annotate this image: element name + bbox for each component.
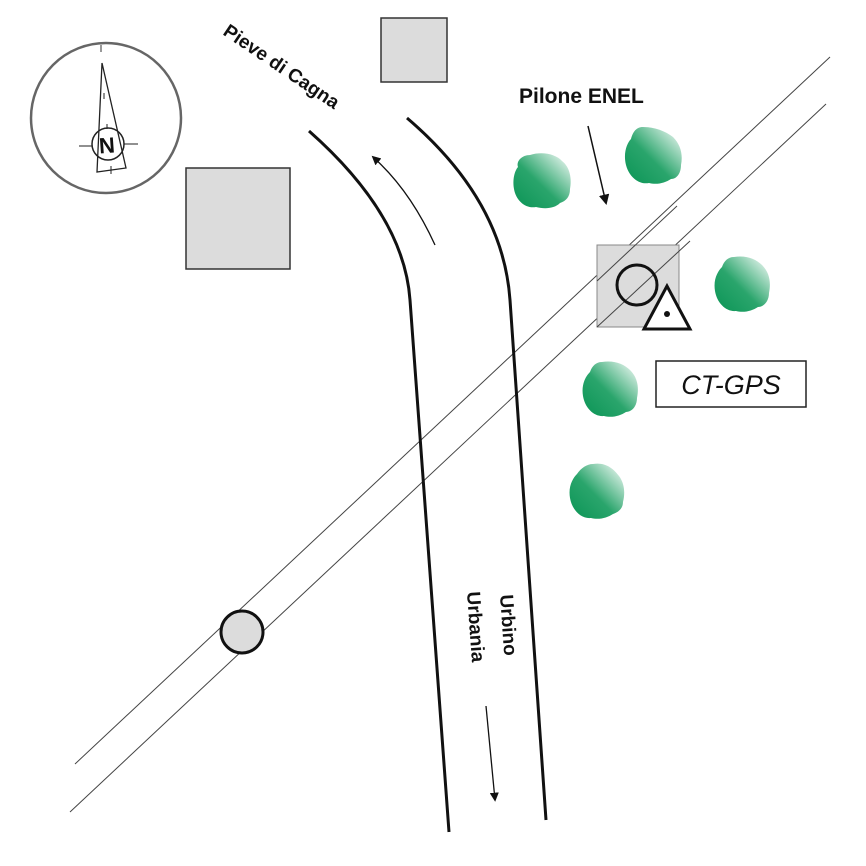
gps-station-triangle bbox=[641, 282, 693, 331]
road-edge-right bbox=[406, 116, 548, 821]
building-large bbox=[185, 167, 291, 270]
trees bbox=[513, 127, 770, 519]
tree-4 bbox=[582, 361, 638, 417]
compass-letter: N bbox=[98, 132, 116, 158]
pylon-label: Pilone ENEL bbox=[519, 85, 644, 108]
power-line-wire-2-overlay bbox=[596, 240, 691, 328]
pylon-circle bbox=[615, 263, 659, 307]
station-label-box: CT-GPS bbox=[655, 360, 807, 408]
building-small bbox=[380, 17, 448, 83]
pylon-site bbox=[596, 205, 693, 331]
tree-1 bbox=[513, 153, 571, 209]
road-edge-left bbox=[308, 129, 451, 833]
compass-rose: N bbox=[29, 41, 183, 195]
tree-3 bbox=[714, 256, 770, 312]
road-label-urbania: Urbania bbox=[462, 591, 488, 663]
road-label-north: Pieve di Cagna bbox=[219, 21, 343, 114]
direction-arrow-south bbox=[485, 705, 499, 802]
power-line-wire-1-overlay bbox=[596, 205, 678, 282]
power-pole bbox=[219, 609, 265, 655]
pylon-pointer-arrow bbox=[587, 125, 610, 206]
gps-station-dot bbox=[664, 311, 670, 317]
station-label: CT-GPS bbox=[681, 370, 781, 400]
road-label-urbino: Urbino bbox=[495, 594, 520, 657]
compass-outer-circle bbox=[29, 41, 183, 195]
direction-arrow-north bbox=[371, 155, 436, 246]
station-label-frame bbox=[655, 360, 807, 408]
tree-5 bbox=[569, 463, 625, 519]
road bbox=[308, 116, 548, 833]
power-line-wire-1 bbox=[74, 56, 831, 765]
power-line bbox=[69, 56, 831, 813]
tree-2 bbox=[624, 127, 682, 184]
power-line-wire-2 bbox=[69, 103, 827, 813]
